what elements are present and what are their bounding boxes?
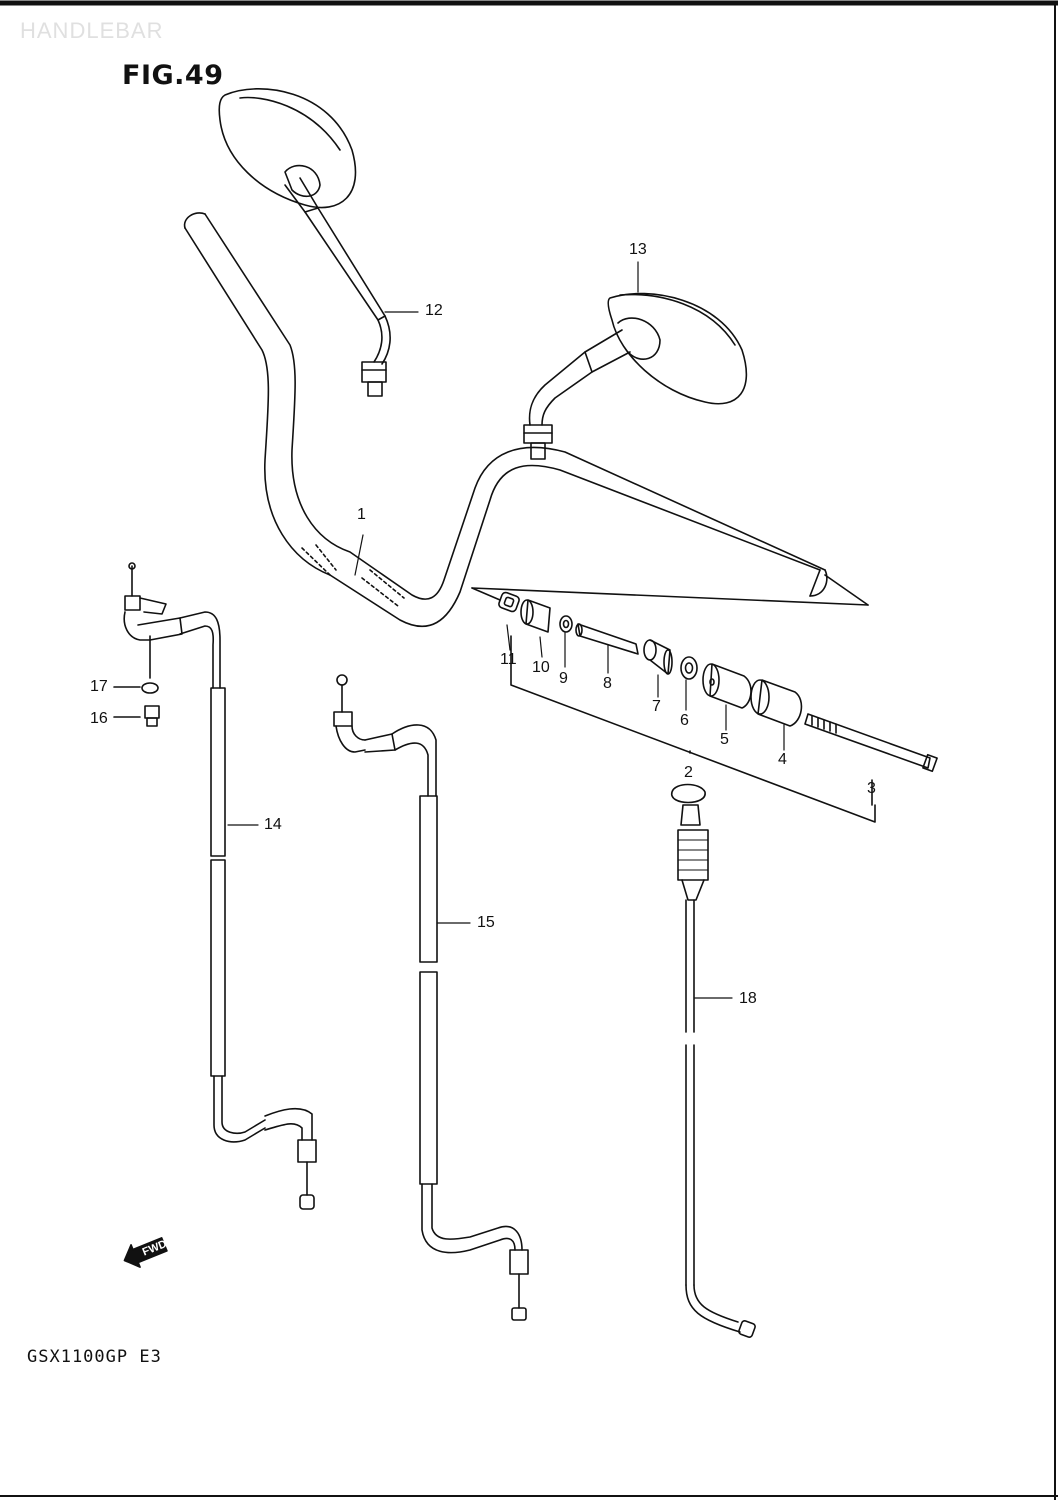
cable-14: [123, 562, 317, 1210]
handlebar-1: [183, 212, 828, 628]
part-5: [702, 663, 752, 709]
callout-4: 4: [778, 751, 787, 768]
callout-1: 1: [357, 506, 366, 523]
part-7: [643, 639, 673, 675]
part-9: [559, 615, 573, 633]
callout-11: 11: [500, 651, 517, 668]
part-3: [804, 713, 938, 773]
cable-18: [671, 783, 756, 1338]
callout-12: 12: [425, 302, 443, 319]
callout-3: 3: [867, 780, 876, 797]
callout-2: 2: [684, 764, 693, 781]
section-header: HANDLEBAR: [20, 18, 164, 43]
fwd-arrow: [123, 1237, 168, 1268]
callout-9: 9: [559, 670, 568, 687]
model-code: GSX1100GP E3: [27, 1347, 162, 1367]
callout-15: 15: [477, 914, 495, 931]
left-mirror-12: [218, 88, 391, 397]
callout-7: 7: [652, 698, 661, 715]
part-6: [680, 656, 698, 680]
cable-15: [333, 674, 529, 1321]
callout-8: 8: [603, 675, 612, 692]
figure-title: FIG.49: [122, 60, 224, 91]
part-11: [498, 591, 520, 613]
part-8: [575, 623, 639, 655]
callout-6: 6: [680, 712, 689, 729]
part-4: [750, 679, 803, 727]
callout-14: 14: [264, 816, 282, 833]
callout-18: 18: [739, 990, 757, 1007]
bolt-16: [144, 705, 160, 727]
callout-17: 17: [90, 678, 108, 695]
callout-10: 10: [532, 659, 550, 676]
callout-16: 16: [90, 710, 108, 727]
callout-5: 5: [720, 731, 729, 748]
callout-13: 13: [629, 241, 647, 258]
leader-lines: [227, 261, 785, 999]
part-10: [520, 599, 551, 633]
bracket-2: [510, 635, 876, 823]
right-mirror-13: [523, 292, 748, 460]
